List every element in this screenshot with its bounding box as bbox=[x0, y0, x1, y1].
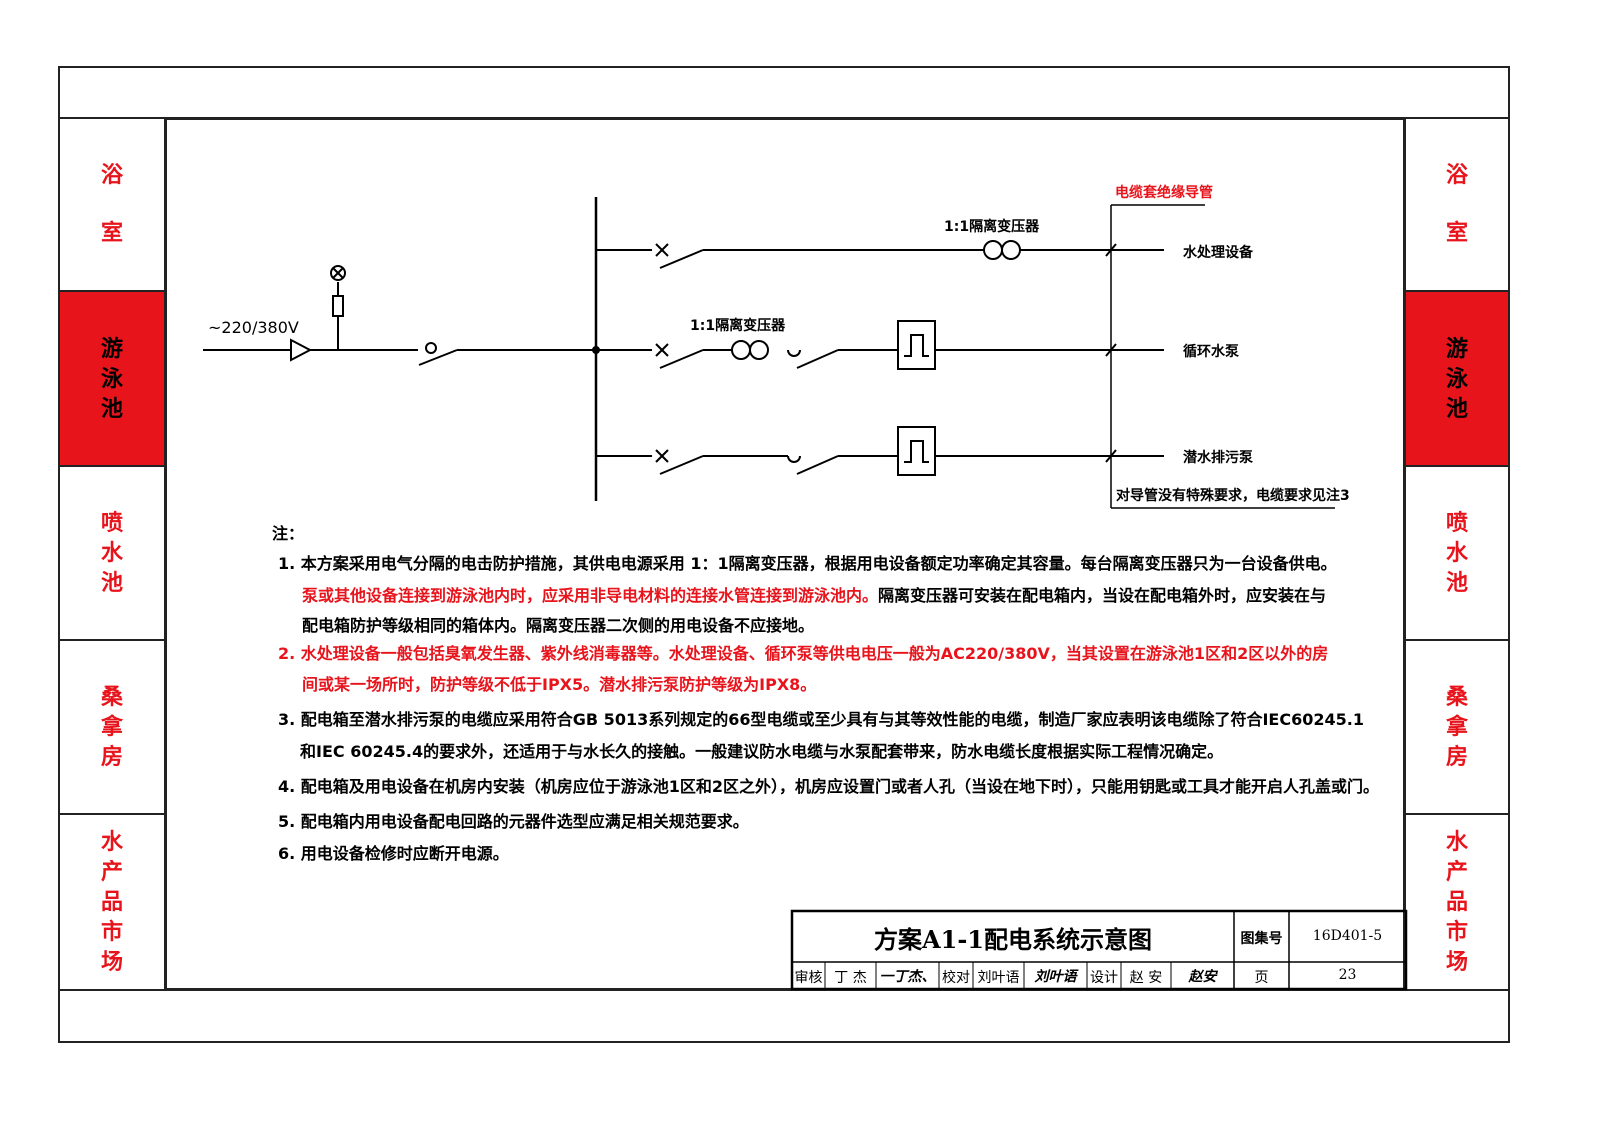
note-3a: 3. 配电箱至潜水排污泵的电缆应采用符合GB 5013系列规定的66型电缆或至少… bbox=[278, 710, 1364, 729]
checker-signature: 刘叶语 bbox=[1034, 969, 1077, 985]
design-label: 设计 bbox=[1090, 970, 1118, 986]
transformer-1-label: 1:1隔离变压器 bbox=[944, 218, 1040, 235]
thermal-relay-3-symbol bbox=[897, 426, 936, 476]
right-tab-1: 浴室 bbox=[1406, 117, 1508, 292]
left-tab-3-char: 喷 bbox=[100, 510, 123, 536]
left-tab-5-char: 产 bbox=[100, 859, 123, 885]
right-tab-4: 桑拿房 bbox=[1406, 641, 1508, 815]
right-tab-5: 水产品市场 bbox=[1406, 815, 1508, 989]
breaker-1-symbol bbox=[659, 249, 704, 269]
right-tab-4-char: 桑 bbox=[1445, 684, 1468, 710]
left-tab-1-char: 浴 bbox=[100, 161, 123, 188]
designer-signature: 赵安 bbox=[1188, 969, 1217, 985]
conduit-note-label: 对导管没有特殊要求，电缆要求见注3 bbox=[1116, 487, 1350, 504]
note-4: 4. 配电箱及用电设备在机房内安装（机房应位于游泳池1区和2区之外），机房应设置… bbox=[278, 777, 1380, 796]
right-tab-2-char: 池 bbox=[1445, 395, 1468, 422]
reviewer-name: 丁 杰 bbox=[834, 970, 867, 986]
right-tab-1-char: 浴 bbox=[1445, 161, 1468, 188]
right-tab-2-char: 游 bbox=[1445, 335, 1468, 362]
left-tab-4-char: 桑 bbox=[100, 684, 123, 710]
note-1b-red: 泵或其他设备连接到游泳池内时，应采用非导电材料的连接水管连接到游泳池内。 bbox=[302, 586, 879, 605]
right-tab-5-char: 场 bbox=[1445, 949, 1468, 975]
right-tab-3-char: 喷 bbox=[1445, 510, 1468, 536]
right-tab-5-char: 品 bbox=[1445, 889, 1468, 915]
left-tab-2-char: 池 bbox=[100, 395, 123, 422]
transformer-2-label: 1:1隔离变压器 bbox=[690, 317, 786, 334]
notes-heading: 注： bbox=[272, 524, 305, 543]
main-switch-symbol bbox=[418, 349, 458, 366]
load-2-label: 循环水泵 bbox=[1183, 343, 1239, 360]
cable-conduit-label: 电缆套绝缘导管 bbox=[1115, 184, 1213, 201]
page-label: 页 bbox=[1254, 970, 1269, 986]
note-2b: 间或某一场所时，防护等级不低于IPX5。潜水排污泵防护等级为IPX8。 bbox=[302, 675, 817, 694]
note-1b-black: 隔离变压器可安装在配电箱内，当设在配电箱外时，应安装在与 bbox=[878, 586, 1327, 605]
note-3b: 和IEC 60245.4的要求外，还适用于与水长久的接触。一般建议防水电缆与水泵… bbox=[300, 742, 1224, 761]
load-3-label: 潜水排污泵 bbox=[1183, 449, 1253, 466]
right-tab-4-char: 拿 bbox=[1445, 714, 1468, 740]
note-1c: 配电箱防护等级相同的箱体内。隔离变压器二次侧的用电设备不应接地。 bbox=[302, 616, 815, 635]
left-tab-3: 喷水池 bbox=[60, 467, 164, 641]
left-tab-5: 水产品市场 bbox=[60, 815, 164, 989]
note-6: 6. 用电设备检修时应断开电源。 bbox=[278, 844, 509, 863]
left-tab-4: 桑拿房 bbox=[60, 641, 164, 815]
checker-name: 刘叶语 bbox=[977, 970, 1020, 986]
left-tab-5-char: 水 bbox=[100, 829, 123, 855]
load-1-label: 水处理设备 bbox=[1183, 244, 1254, 261]
left-tab-3-char: 池 bbox=[100, 570, 123, 596]
note-1b: 泵或其他设备连接到游泳池内时，应采用非导电材料的连接水管连接到游泳池内。隔离变压… bbox=[302, 582, 1326, 606]
outer-frame bbox=[58, 66, 1510, 1043]
right-tab-5-char: 市 bbox=[1445, 919, 1468, 945]
left-tab-5-char: 品 bbox=[100, 889, 123, 915]
left-tab-2: 游泳池 bbox=[60, 292, 164, 467]
left-tab-2-char: 泳 bbox=[100, 365, 123, 392]
thermal-relay-2-symbol bbox=[897, 320, 936, 370]
breaker-3-symbol bbox=[659, 455, 704, 475]
designer-name: 赵 安 bbox=[1129, 970, 1163, 986]
page-number: 23 bbox=[1338, 967, 1357, 983]
contactor-2-symbol bbox=[796, 349, 839, 369]
right-tab-2: 游泳池 bbox=[1406, 292, 1508, 467]
breaker-2-symbol bbox=[659, 349, 704, 369]
left-tab-1-char: 室 bbox=[100, 219, 123, 246]
contactor-3-symbol bbox=[796, 455, 839, 475]
atlas-number: 16D401-5 bbox=[1312, 928, 1383, 944]
right-tab-3-char: 池 bbox=[1445, 570, 1468, 596]
review-label: 审核 bbox=[794, 970, 823, 986]
right-tab-1-char: 室 bbox=[1445, 219, 1468, 246]
right-tab-5-char: 产 bbox=[1445, 859, 1468, 885]
source-arrow-symbol bbox=[290, 338, 313, 362]
drawing-frame bbox=[164, 117, 1406, 991]
check-label: 校对 bbox=[942, 970, 970, 986]
left-tab-5-char: 场 bbox=[100, 949, 123, 975]
atlas-number-label: 图集号 bbox=[1240, 931, 1283, 947]
right-tab-4-char: 房 bbox=[1445, 744, 1468, 770]
left-tab-3-char: 水 bbox=[100, 540, 123, 566]
left-tab-4-char: 拿 bbox=[100, 714, 123, 740]
source-voltage-label: ~220/380V bbox=[208, 318, 299, 337]
right-tab-3: 喷水池 bbox=[1406, 467, 1508, 641]
note-5: 5. 配电箱内用电设备配电回路的元器件选型应满足相关规范要求。 bbox=[278, 812, 749, 831]
reviewer-signature: 一丁杰、 bbox=[879, 969, 936, 985]
right-tab-5-char: 水 bbox=[1445, 829, 1468, 855]
right-tab-2-char: 泳 bbox=[1445, 365, 1468, 392]
drawing-title: 方案A1-1配电系统示意图 bbox=[874, 925, 1152, 954]
left-tab-4-char: 房 bbox=[100, 744, 123, 770]
left-tab-2-char: 游 bbox=[100, 335, 123, 362]
right-tab-3-char: 水 bbox=[1445, 540, 1468, 566]
note-1a: 1. 本方案采用电气分隔的电击防护措施，其供电电源采用 1：1隔离变压器，根据用… bbox=[278, 554, 1337, 573]
left-tab-1: 浴室 bbox=[60, 117, 164, 292]
left-tab-5-char: 市 bbox=[100, 919, 123, 945]
note-2a: 2. 水处理设备一般包括臭氧发生器、紫外线消毒器等。水处理设备、循环泵等供电电压… bbox=[278, 644, 1329, 663]
